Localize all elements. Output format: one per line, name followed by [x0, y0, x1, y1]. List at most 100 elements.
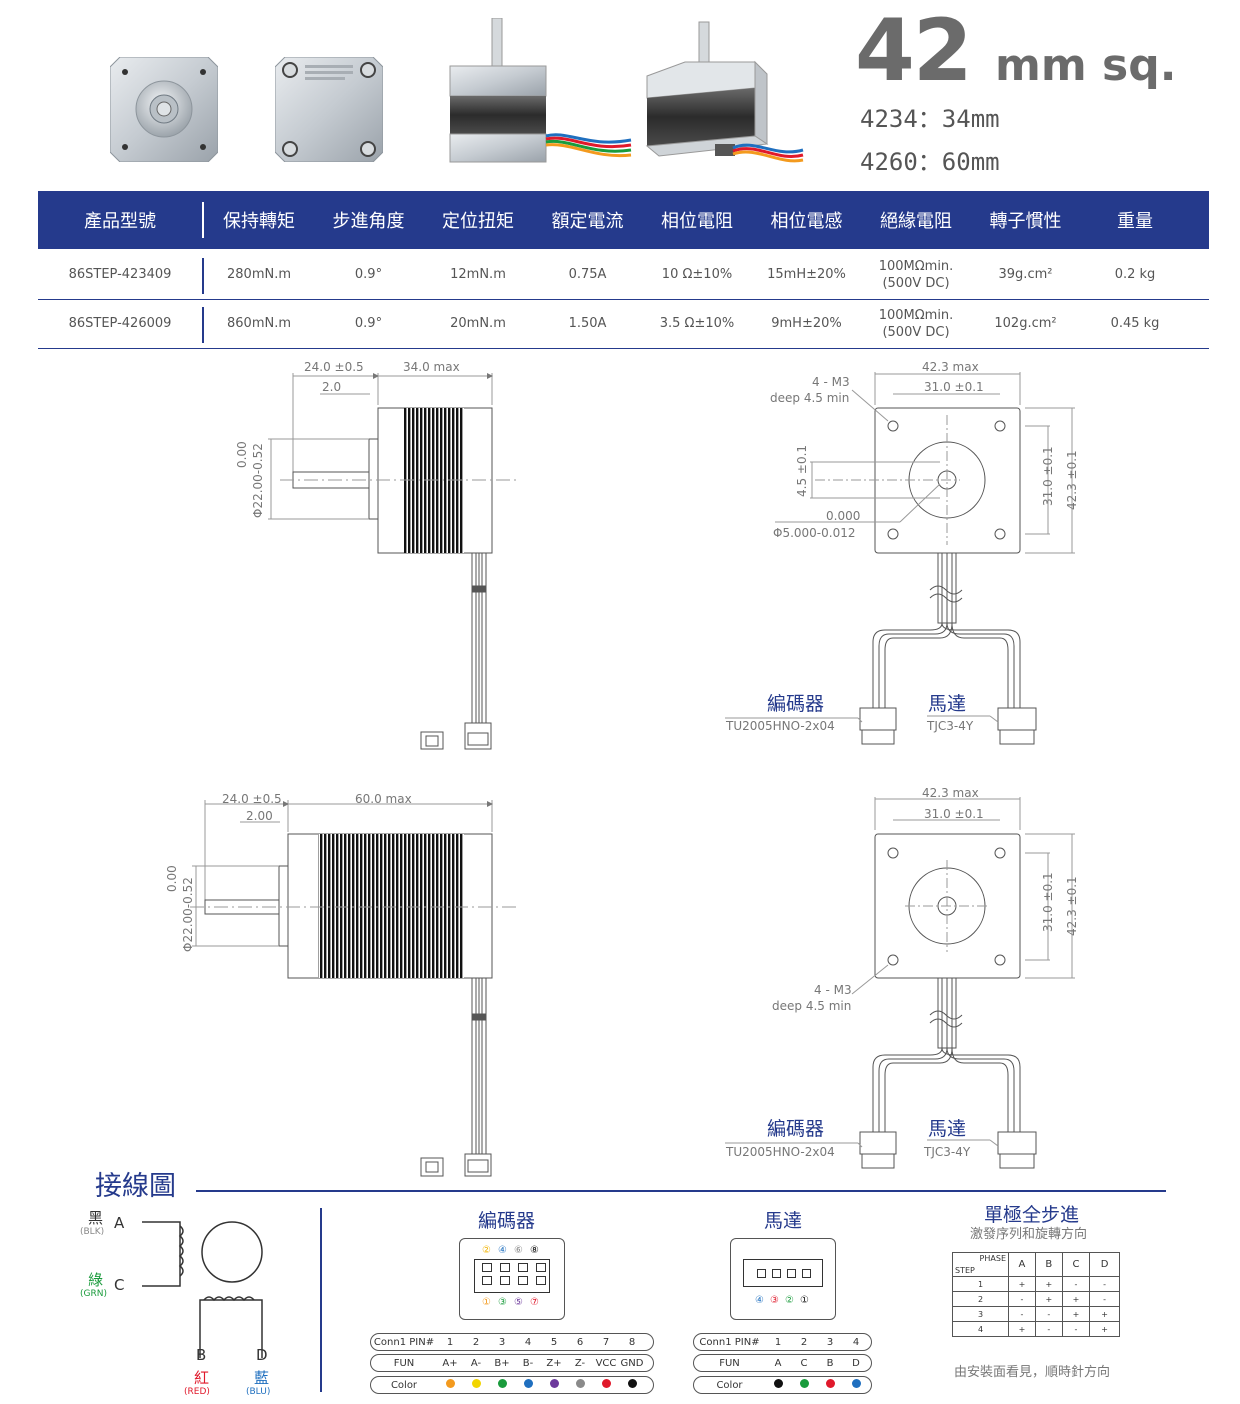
- dim-60-dia-bottom: Φ22.00-0.52: [181, 877, 195, 952]
- pin-number: 4: [524, 1336, 532, 1348]
- seq-cell: +: [1008, 1276, 1036, 1292]
- motor-bottom-pins: ④ ③ ② ①: [755, 1295, 814, 1306]
- col-resistance: 相位電阻: [661, 211, 733, 232]
- pin-function: B-: [522, 1357, 534, 1369]
- pin-function: A+: [442, 1357, 458, 1369]
- photo-side-view: [448, 17, 633, 163]
- coil-c-en: (GRN): [80, 1289, 107, 1299]
- motor-fun-row: FUN A C B D: [693, 1354, 872, 1372]
- photo-back-view: [274, 56, 384, 163]
- dim-34-dia-top: 0.00: [235, 441, 249, 468]
- col-step-angle: 步進角度: [332, 211, 405, 232]
- seq-phase: A: [1008, 1252, 1036, 1277]
- encoder-top-pins: ② ④ ⑥ ⑧: [482, 1245, 544, 1256]
- seq-cell: +: [1034, 1291, 1063, 1307]
- sequence-table: PHASE STEP A B C D 1 + + - - 2 - + + - 3…: [952, 1252, 1120, 1337]
- fv2-side-pitch: 31.0 ±0.1: [1041, 872, 1055, 932]
- coil-a-en: (BLK): [80, 1227, 105, 1237]
- pin-number: 2: [800, 1336, 808, 1348]
- encoder-pin-label: Conn1 PIN#: [373, 1336, 435, 1348]
- pin-number: 1: [446, 1336, 454, 1348]
- coil-b-en: (RED): [184, 1387, 210, 1397]
- seq-phase: C: [1061, 1252, 1091, 1277]
- pin-number: 5: [550, 1336, 558, 1348]
- seq-row: 1 + + - -: [952, 1276, 1120, 1292]
- wire-color: [765, 1379, 791, 1391]
- dim-60-flange: 2.00: [246, 809, 273, 823]
- motor-fun-label: FUN: [719, 1357, 740, 1369]
- seq-cell: +: [1061, 1291, 1091, 1307]
- fv1-shaft-bottom: Φ5.000-0.012: [773, 526, 855, 540]
- fv2-pitch: 31.0 ±0.1: [924, 807, 984, 821]
- seq-cell: +: [1061, 1306, 1091, 1322]
- pin-number: 7: [602, 1336, 610, 1348]
- seq-row: 2 - + + -: [952, 1291, 1120, 1307]
- seq-step: 4: [952, 1321, 1009, 1337]
- seq-row: 4 + - - +: [952, 1321, 1120, 1337]
- pin-function: B: [826, 1357, 834, 1369]
- pin-label: ③: [770, 1295, 779, 1306]
- fv2-outer: 42.3 max: [922, 786, 979, 800]
- cell-detent-torque: 12mN.m: [450, 267, 506, 283]
- cell-inertia: 102g.cm²: [994, 316, 1057, 332]
- cell-resistance: 10 Ω±10%: [661, 267, 733, 283]
- motor-connector: ④ ③ ② ①: [730, 1238, 836, 1320]
- encoder-color-row: Color: [370, 1376, 654, 1394]
- coil-d-letter: D: [256, 1346, 268, 1364]
- cell-insulation-line2: (500V DC): [882, 275, 950, 291]
- cell-weight: 0.2 kg: [1114, 267, 1156, 283]
- wire-color: [489, 1379, 515, 1391]
- pin-function: C: [800, 1357, 808, 1369]
- encoder-connector-title: 編碼器: [478, 1210, 536, 1232]
- wire-color: [791, 1379, 817, 1391]
- seq-cell: +: [1008, 1321, 1036, 1337]
- pin-number: 3: [826, 1336, 834, 1348]
- cell-insulation-line1: 100MΩmin.: [878, 259, 954, 275]
- coil-b-cn: 紅: [194, 1369, 210, 1387]
- fv1-side-pitch: 31.0 ±0.1: [1041, 446, 1055, 506]
- row-separator: [202, 306, 204, 343]
- sequence-note: 由安裝面看見，順時針方向: [954, 1365, 1111, 1380]
- row-separator: [202, 257, 204, 294]
- cell-insulation: 100MΩmin. (500V DC): [861, 259, 971, 292]
- size-unit: mm sq.: [995, 40, 1177, 91]
- seq-cell: -: [1089, 1291, 1120, 1307]
- fv2-encoder-part: TU2005HNO-2x04: [725, 1145, 835, 1159]
- cell-insulation-line2: (500V DC): [882, 324, 950, 340]
- dim-60-dia-top: 0.00: [165, 865, 179, 892]
- coil-b-letter: B: [196, 1346, 207, 1364]
- cell-inductance: 9mH±20%: [771, 316, 842, 332]
- pin-function: VCC: [595, 1357, 617, 1369]
- pin-number: 2: [472, 1336, 480, 1348]
- dim-34-body: 34.0 max: [403, 360, 460, 374]
- pin-label: ②: [482, 1245, 491, 1256]
- fv1-motor-part: TJC3-4Y: [926, 719, 974, 733]
- length-4260: 4260：60mm: [860, 148, 1000, 176]
- front-view-34mm: [725, 372, 1075, 745]
- pin-function: B+: [494, 1357, 510, 1369]
- wire-color: [541, 1379, 567, 1391]
- motor-color-row: Color: [693, 1376, 872, 1394]
- seq-step: 3: [952, 1306, 1009, 1322]
- coil-c-letter: C: [114, 1276, 125, 1294]
- cell-insulation: 100MΩmin. (500V DC): [861, 308, 971, 341]
- pin-number: 6: [576, 1336, 584, 1348]
- seq-step-label: STEP: [955, 1266, 975, 1275]
- col-model: 產品型號: [84, 211, 156, 232]
- fv1-pitch: 31.0 ±0.1: [924, 380, 984, 394]
- pin-label: ⑧: [530, 1245, 539, 1256]
- col-detent-torque: 定位扭矩: [442, 211, 514, 232]
- front-view-60mm: [725, 797, 1075, 1169]
- encoder-connector: ② ④ ⑥ ⑧ ① ③ ⑤ ⑦: [459, 1238, 565, 1320]
- technical-drawings: 24.0 ±0.5 34.0 max 2.0 0.00 Φ22.00-0.52 …: [165, 360, 1079, 1177]
- size-number: 42: [855, 1, 973, 101]
- encoder-fun-label: FUN: [393, 1357, 415, 1369]
- col-insulation: 絕緣電阻: [880, 211, 952, 232]
- wiring-divider: [320, 1208, 322, 1392]
- seq-cell: -: [1061, 1321, 1091, 1337]
- encoder-bottom-pins: ① ③ ⑤ ⑦: [482, 1297, 544, 1308]
- side-view-34mm: [268, 373, 520, 750]
- pin-label: ⑤: [514, 1297, 523, 1308]
- cell-current: 0.75A: [568, 267, 607, 283]
- dim-34-flange: 2.0: [322, 380, 341, 394]
